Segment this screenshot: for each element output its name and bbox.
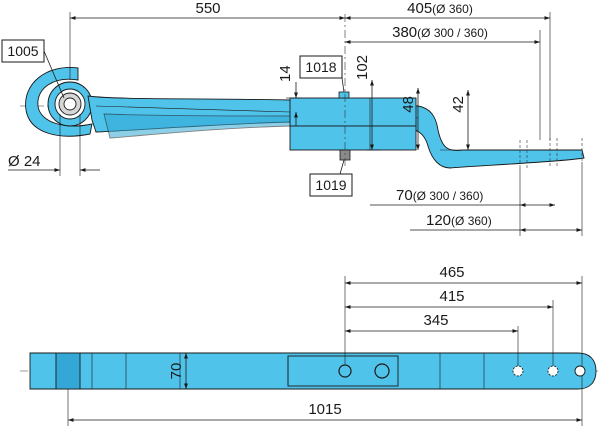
dim-380-text: 380(Ø 300 / 360): [392, 24, 488, 41]
callout-1019-leader: [339, 159, 345, 175]
callout-1018-leader: [341, 77, 345, 93]
dim-14-text: 14: [277, 65, 294, 82]
dim-1015-text: 1015: [308, 401, 341, 418]
side-view: 550 405(Ø 360) 380(Ø 300 / 360) 14 102 4…: [8, 0, 585, 236]
callout-1019-text: 1019: [315, 177, 346, 193]
callout-1018-box: [299, 55, 343, 79]
callout-1019-box: [309, 173, 353, 197]
plan-tip-hole-415: [547, 365, 559, 377]
center-lower-pad: [289, 125, 417, 151]
dim-plan-70-text: 70: [168, 363, 185, 380]
dim-345-text: 345: [423, 312, 448, 329]
plan-tip-hole-465: [574, 365, 586, 377]
dim-24-text: Ø 24: [8, 153, 41, 170]
spring-eye-wrap: [25, 67, 93, 137]
callout-1005-leader: [43, 50, 65, 99]
callout-1018-text: 1018: [305, 59, 336, 75]
dim-120-text: 120(Ø 360): [426, 212, 492, 229]
part-callouts: 1005 1018 1019: [1, 39, 353, 197]
leaf-separation: [95, 105, 419, 119]
eye-bushing-inner: [63, 97, 77, 111]
dim-48-text: 48: [400, 96, 417, 113]
plan-clamp-hole: [374, 363, 390, 379]
dim-42-text: 42: [450, 96, 467, 113]
dim-70-text: 70(Ø 300 / 360): [396, 187, 483, 204]
dim-415-text: 415: [439, 288, 464, 305]
plan-view: 70 465 415 345 1015: [20, 264, 598, 426]
plan-center-hole: [338, 364, 352, 378]
center-bolt-head: [338, 91, 350, 99]
plan-eye-section: [55, 352, 81, 390]
center-clamp-block: [289, 97, 417, 127]
dim-405-text: 405(Ø 360): [407, 0, 473, 17]
dim-550-text: 550: [195, 0, 220, 17]
plan-tip-hole-345: [512, 365, 524, 377]
callout-1005-text: 1005: [7, 43, 38, 59]
dim-465-text: 465: [439, 264, 464, 281]
dim-102-text: 102: [354, 55, 371, 80]
